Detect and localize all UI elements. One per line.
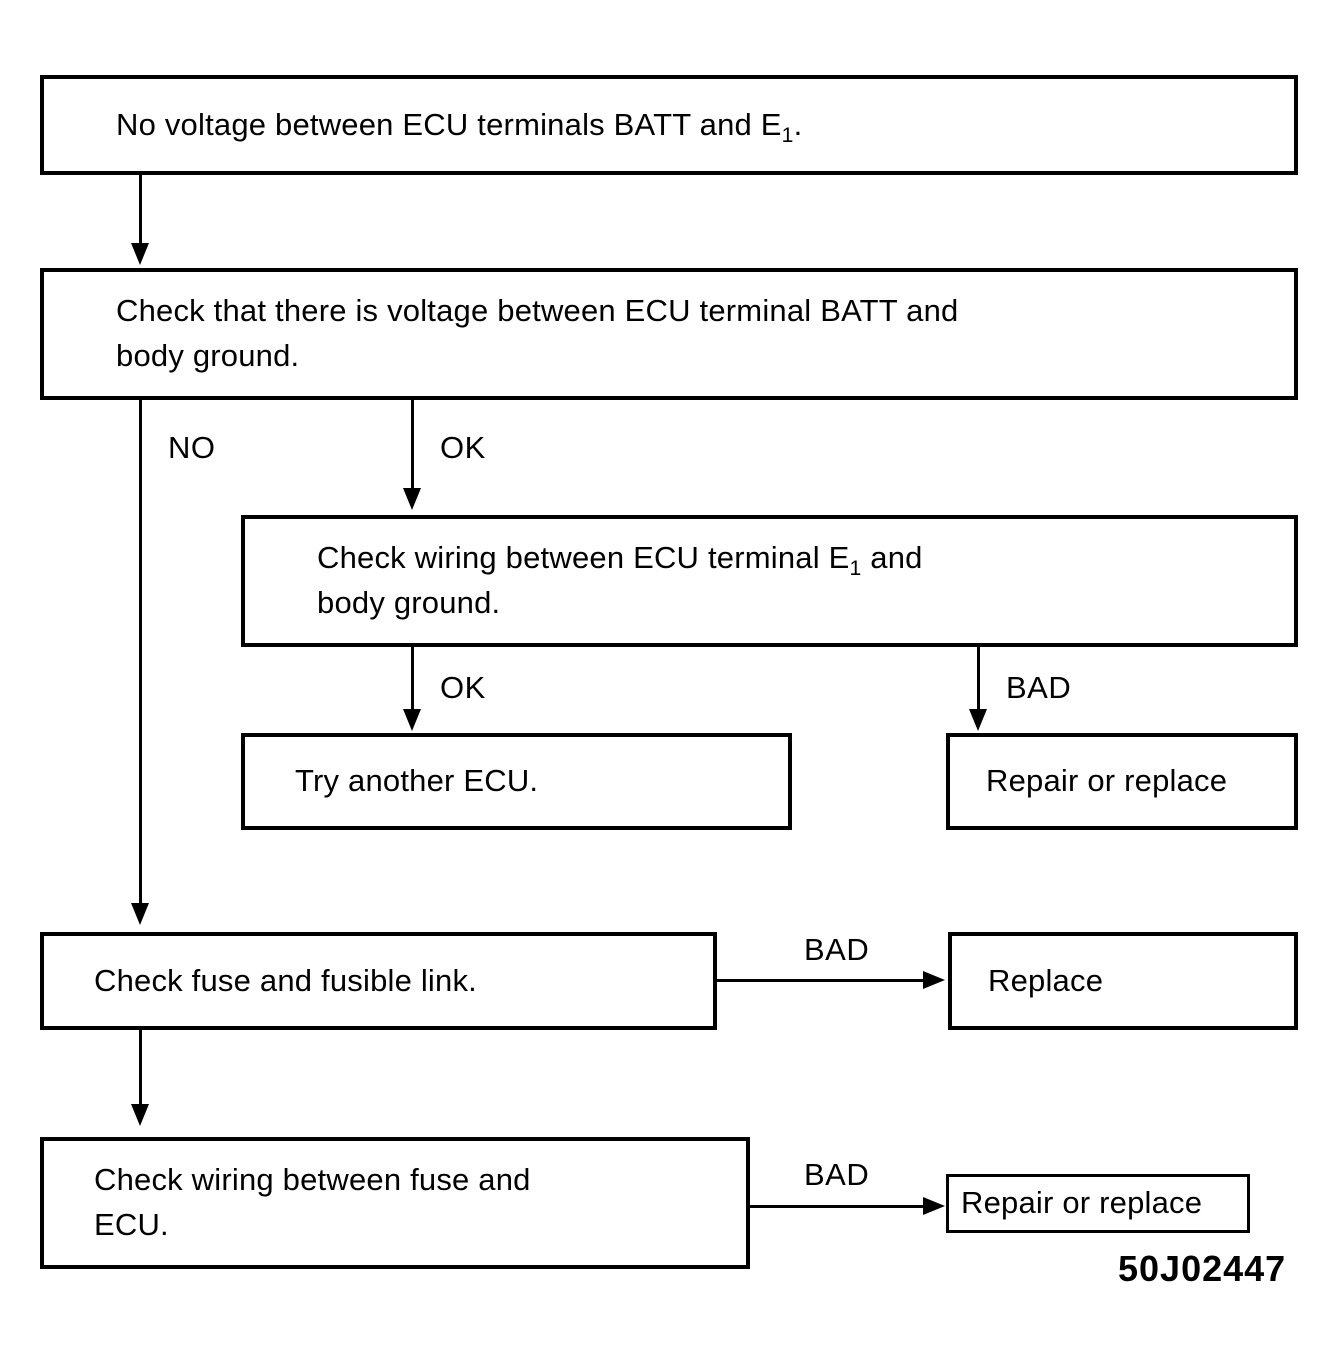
edge-bad-wiring-line	[750, 1205, 925, 1208]
node-replace-fuse: Replace	[948, 932, 1298, 1030]
edge-label-ok-e1: OK	[440, 670, 486, 705]
edge-symptom-to-check-batt-line	[139, 175, 142, 247]
node-repair-or-replace-wiring-label: Repair or replace	[961, 1185, 1203, 1221]
edge-label-ok-batt: OK	[440, 430, 486, 465]
node-try-another-ecu: Try another ECU.	[241, 733, 792, 830]
subscript-1: 1	[781, 123, 794, 147]
edge-no-line	[139, 400, 142, 905]
node-check-fuse-wiring-label: Check wiring between fuse and ECU.	[94, 1162, 531, 1242]
node-check-fuse: Check fuse and fusible link.	[40, 932, 717, 1030]
edge-bad-fuse-line	[717, 979, 925, 982]
edge-label-bad-wiring: BAD	[804, 1157, 870, 1192]
edge-ok-e1-arrow	[403, 709, 421, 731]
node-check-e1-wiring: Check wiring between ECU terminal E1 and…	[241, 515, 1298, 647]
subscript-1: 1	[849, 557, 862, 581]
edge-label-no: NO	[168, 430, 216, 465]
edge-bad-wiring-arrow	[923, 1197, 945, 1215]
node-check-fuse-label: Check fuse and fusible link.	[94, 962, 477, 998]
node-check-fuse-wiring: Check wiring between fuse and ECU.	[40, 1137, 750, 1269]
node-repair-or-replace-e1-label: Repair or replace	[986, 763, 1228, 799]
node-check-batt-voltage-label: Check that there is voltage between ECU …	[116, 293, 959, 373]
edge-symptom-to-check-batt-arrow	[131, 243, 149, 265]
edge-ok-batt-arrow	[403, 488, 421, 510]
edge-ok-batt-line	[411, 400, 414, 490]
node-replace-fuse-label: Replace	[988, 962, 1104, 998]
edge-bad-e1-line	[977, 647, 980, 711]
edge-bad-fuse-arrow	[923, 971, 945, 989]
edge-no-arrow	[131, 903, 149, 925]
edge-label-bad-fuse: BAD	[804, 932, 870, 967]
node-symptom: No voltage between ECU terminals BATT an…	[40, 75, 1298, 175]
node-repair-or-replace-e1: Repair or replace	[946, 733, 1298, 830]
node-try-another-ecu-label: Try another ECU.	[295, 763, 539, 799]
edge-label-bad-e1: BAD	[1006, 670, 1072, 705]
edge-fuse-to-wiring-arrow	[131, 1104, 149, 1126]
node-check-e1-wiring-label: Check wiring between ECU terminal E1 and…	[317, 540, 923, 620]
node-symptom-label: No voltage between ECU terminals BATT an…	[116, 106, 803, 147]
edge-ok-e1-line	[411, 647, 414, 711]
node-repair-or-replace-wiring: Repair or replace	[946, 1174, 1250, 1233]
edge-fuse-to-wiring-line	[139, 1030, 142, 1106]
node-check-batt-voltage: Check that there is voltage between ECU …	[40, 268, 1298, 400]
edge-bad-e1-arrow	[969, 709, 987, 731]
figure-id-code: 50J02447	[1118, 1248, 1287, 1289]
